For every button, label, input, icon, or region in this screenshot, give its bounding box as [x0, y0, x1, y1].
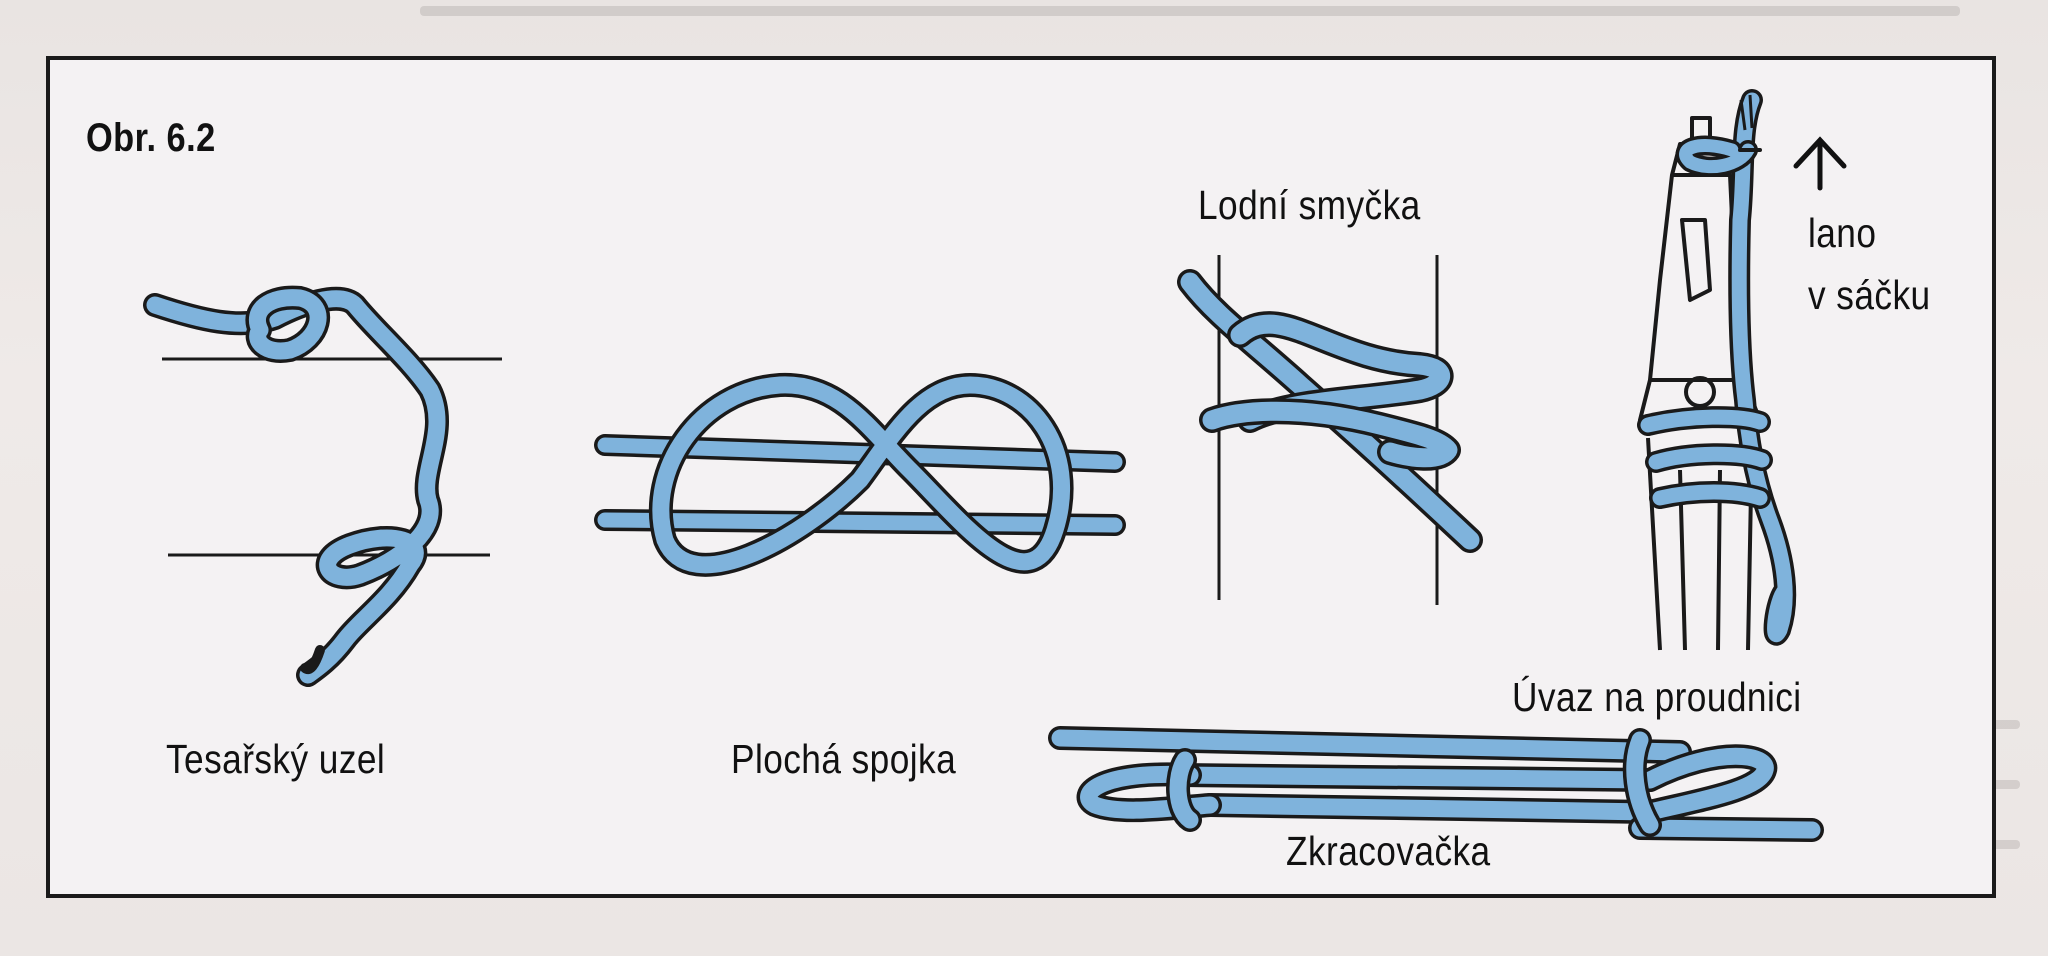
figure-label: Obr. 6.2	[86, 116, 216, 160]
annotation-v-sacku: v sáčku	[1808, 272, 1931, 318]
lodni-smycka-drawing	[1177, 255, 1483, 605]
label-lodni-smycka: Lodní smyčka	[1198, 182, 1421, 228]
annotation-lano: lano	[1808, 210, 1877, 256]
plocha-spojka-drawing	[594, 372, 1126, 577]
label-zkracovacka: Zkracovačka	[1286, 828, 1491, 874]
uvaz-na-proudnici-drawing	[1637, 89, 1797, 651]
label-tesarsky-uzel: Tesařský uzel	[166, 736, 386, 782]
label-plocha-spojka: Plochá spojka	[731, 736, 957, 782]
zkracovacka-drawing	[1048, 726, 1824, 842]
tesarsky-rope	[143, 285, 449, 687]
tesarsky-uzel-drawing	[143, 285, 502, 687]
up-arrow-icon	[1793, 136, 1847, 191]
label-uvaz-na-proudnici: Úvaz na proudnici	[1512, 674, 1802, 720]
